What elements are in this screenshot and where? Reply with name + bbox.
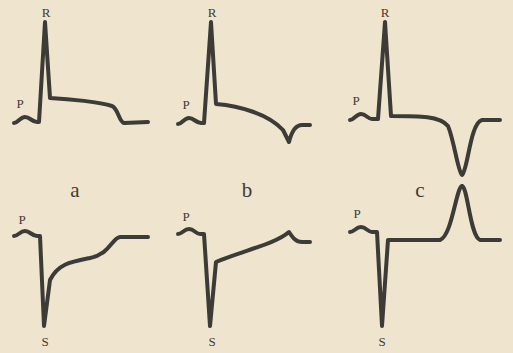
panel-letter: c (415, 180, 424, 201)
wave-label: P (16, 97, 23, 110)
wave-label: P (353, 207, 360, 220)
wave-label: P (352, 94, 359, 107)
wave-label: R (42, 6, 51, 19)
wave-label: P (182, 98, 189, 111)
panel-letter: a (70, 180, 79, 201)
ecg-trace (178, 22, 310, 142)
wave-label: P (18, 213, 25, 226)
ecg-trace (14, 231, 148, 326)
ecg-trace (350, 186, 500, 326)
wave-label: R (208, 6, 217, 19)
wave-label: R (381, 6, 390, 19)
ecg-trace (14, 22, 148, 123)
wave-label: S (378, 335, 385, 348)
ecg-trace (178, 229, 310, 326)
wave-label: P (182, 210, 189, 223)
ecg-trace (350, 22, 500, 175)
wave-label: S (208, 335, 215, 348)
panel-letter: b (242, 180, 253, 201)
wave-label: S (41, 335, 48, 348)
